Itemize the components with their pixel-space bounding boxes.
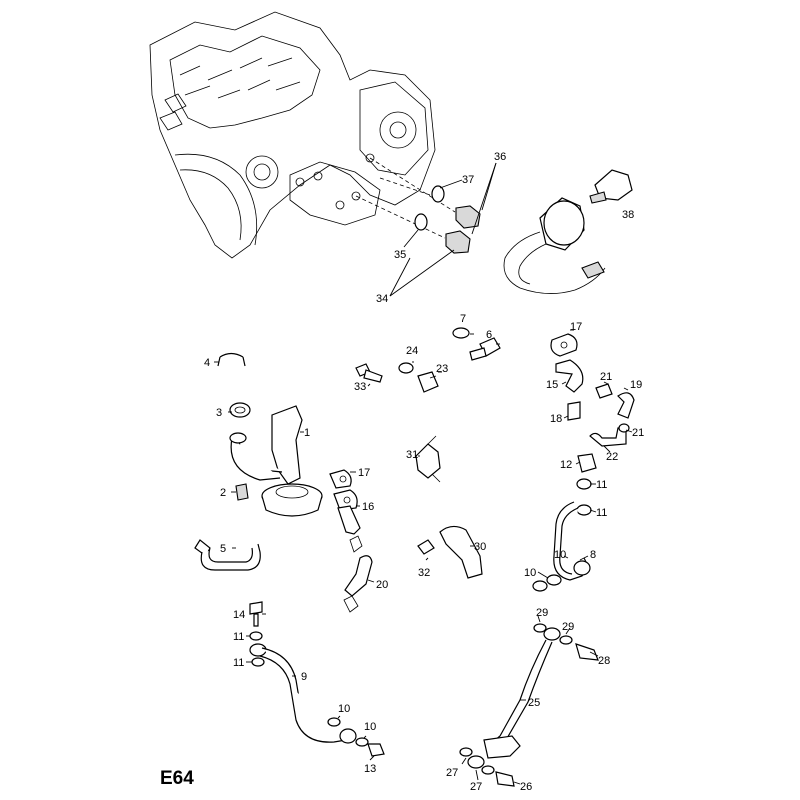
- callout-6: 6: [486, 329, 492, 341]
- callout-9: 9: [301, 671, 307, 683]
- callout-18: 18: [550, 413, 562, 425]
- turbo-oil-feed-group: [532, 329, 635, 592]
- callout-20: 20: [376, 579, 388, 591]
- callout-36: 36: [494, 151, 506, 163]
- callout-16: 16: [362, 501, 374, 513]
- callout-4: 4: [204, 357, 210, 369]
- callout-12: 12: [560, 459, 572, 471]
- callout-14: 14: [233, 609, 245, 621]
- callout-11c: 11: [233, 631, 244, 643]
- callout-15: 15: [546, 379, 558, 391]
- callout-3: 3: [216, 407, 222, 419]
- callout-26: 26: [520, 781, 532, 793]
- callout-30: 30: [474, 541, 486, 553]
- oil-pickup-group: [194, 352, 323, 571]
- callout-33: 33: [354, 381, 366, 393]
- callout-32: 32: [418, 567, 430, 579]
- oil-pressure-switch-group: [414, 169, 633, 294]
- callout-38: 38: [622, 209, 634, 221]
- callout-19: 19: [630, 379, 642, 391]
- callout-23: 23: [436, 363, 448, 375]
- callout-13: 13: [364, 763, 376, 775]
- callout-10c: 10: [338, 703, 350, 715]
- callout-29b: 29: [562, 621, 574, 633]
- callout-10d: 10: [364, 721, 376, 733]
- callout-21b: 21: [632, 427, 644, 439]
- callout-25: 25: [528, 697, 540, 709]
- callout-35: 35: [394, 249, 406, 261]
- callout-34: 34: [376, 293, 388, 305]
- callout-1: 1: [304, 427, 310, 439]
- callout-11a: 11: [596, 479, 607, 491]
- callout-11b: 11: [596, 507, 607, 519]
- bolt-and-connector-group: [355, 327, 501, 579]
- engine-block: [149, 11, 456, 259]
- callout-17a: 17: [570, 321, 582, 333]
- callout-7: 7: [460, 313, 466, 325]
- callout-17b: 17: [358, 467, 370, 479]
- callout-29a: 29: [536, 607, 548, 619]
- leader-lines-left: [214, 361, 304, 549]
- callout-22: 22: [606, 451, 618, 463]
- callout-11d: 11: [233, 657, 244, 669]
- oil-return-pipe-left: [246, 601, 385, 761]
- turbo-oil-hose-group: [329, 469, 375, 613]
- callout-37: 37: [462, 174, 474, 186]
- callout-8: 8: [590, 549, 596, 561]
- callout-24: 24: [406, 345, 418, 357]
- callout-2: 2: [220, 487, 226, 499]
- leader-lines-top: [389, 162, 497, 297]
- callout-5: 5: [220, 543, 226, 555]
- callout-31: 31: [406, 449, 418, 461]
- diagram-code: E64: [160, 768, 194, 789]
- callout-28: 28: [598, 655, 610, 667]
- oil-return-pipe-right: [459, 615, 599, 787]
- callout-27a: 27: [446, 767, 458, 779]
- callout-labels: 1 2 3 4 5 6 7 8 9 10 10 10 10 11 11 11 1…: [204, 151, 644, 793]
- callout-10a: 10: [554, 549, 566, 561]
- callout-21a: 21: [600, 371, 612, 383]
- callout-27b: 27: [470, 781, 482, 793]
- callout-10b: 10: [524, 567, 536, 579]
